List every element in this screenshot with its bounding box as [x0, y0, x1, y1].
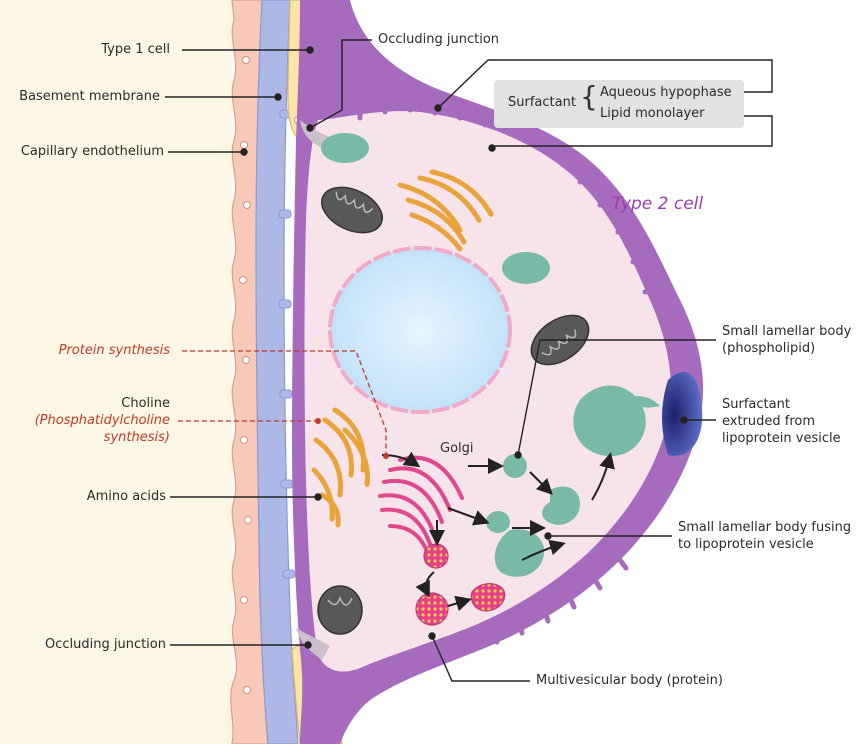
label-choline-note-2: synthesis): [103, 430, 170, 445]
multivesicular-bodies: [415, 543, 506, 626]
label-protein-synthesis: Protein synthesis: [58, 343, 170, 358]
protein-leader-dot-1: [383, 453, 389, 459]
lamellar-bodies: [321, 133, 660, 577]
label-choline: Choline: [121, 396, 170, 411]
label-occluding-junction-bottom: Occluding junction: [44, 637, 166, 652]
nucleus: [328, 246, 512, 414]
label-fusing-2: to lipoprotein vesicle: [678, 537, 814, 552]
mitochondrion-1: [321, 186, 383, 234]
leader-lines: [165, 39, 773, 682]
label-amino-acids: Amino acids: [86, 489, 166, 504]
protein-leader-dot-2: [315, 418, 321, 424]
protein-leader-lines: [178, 350, 387, 455]
rough-er-bottom: [311, 407, 371, 528]
label-capillary-endothelium: Capillary endothelium: [20, 144, 164, 159]
pathway-arrows: [381, 451, 615, 612]
label-type1-cell: Type 1 cell: [101, 42, 170, 57]
label-small-lamellar-1: Small lamellar body: [722, 324, 852, 339]
occluding-junction-shade-bottom: [296, 628, 330, 660]
label-extruded-3: lipoprotein vesicle: [722, 431, 841, 446]
label-small-lamellar-2: (phospholipid): [722, 341, 816, 356]
basement-membrane: [255, 0, 299, 744]
basement-membrane-bumps: [278, 109, 296, 579]
label-occluding-junction-top: Occluding junction: [378, 32, 500, 47]
label-type2-cell: Type 2 cell: [612, 194, 704, 214]
label-fusing-1: Small lamellar body fusing: [678, 520, 852, 535]
rough-er-top: [397, 169, 495, 252]
label-choline-note-1: (Phosphatidylcholine: [34, 413, 170, 428]
mitochondrion-3: [317, 585, 363, 635]
alveolar-lumen: [0, 0, 232, 744]
surfactant-extrusion: [662, 371, 703, 456]
label-surfactant: Surfactant: [508, 95, 576, 110]
lamellar-body-right: [502, 252, 550, 284]
surfactant-box: [494, 80, 744, 128]
surfactant-brace: {: [580, 80, 598, 113]
label-extruded-1: Surfactant: [722, 397, 790, 412]
label-lipid-monolayer: Lipid monolayer: [600, 106, 705, 121]
microvilli: [357, 97, 657, 675]
label-basement-membrane: Basement membrane: [19, 89, 160, 104]
label-aqueous-hypophase: Aqueous hypophase: [600, 85, 732, 100]
label-multivesicular-body: Multivesicular body (protein): [536, 673, 723, 688]
lamellar-body-top: [321, 133, 369, 163]
label-extruded-2: extruded from: [722, 414, 816, 429]
label-golgi: Golgi: [440, 441, 474, 456]
